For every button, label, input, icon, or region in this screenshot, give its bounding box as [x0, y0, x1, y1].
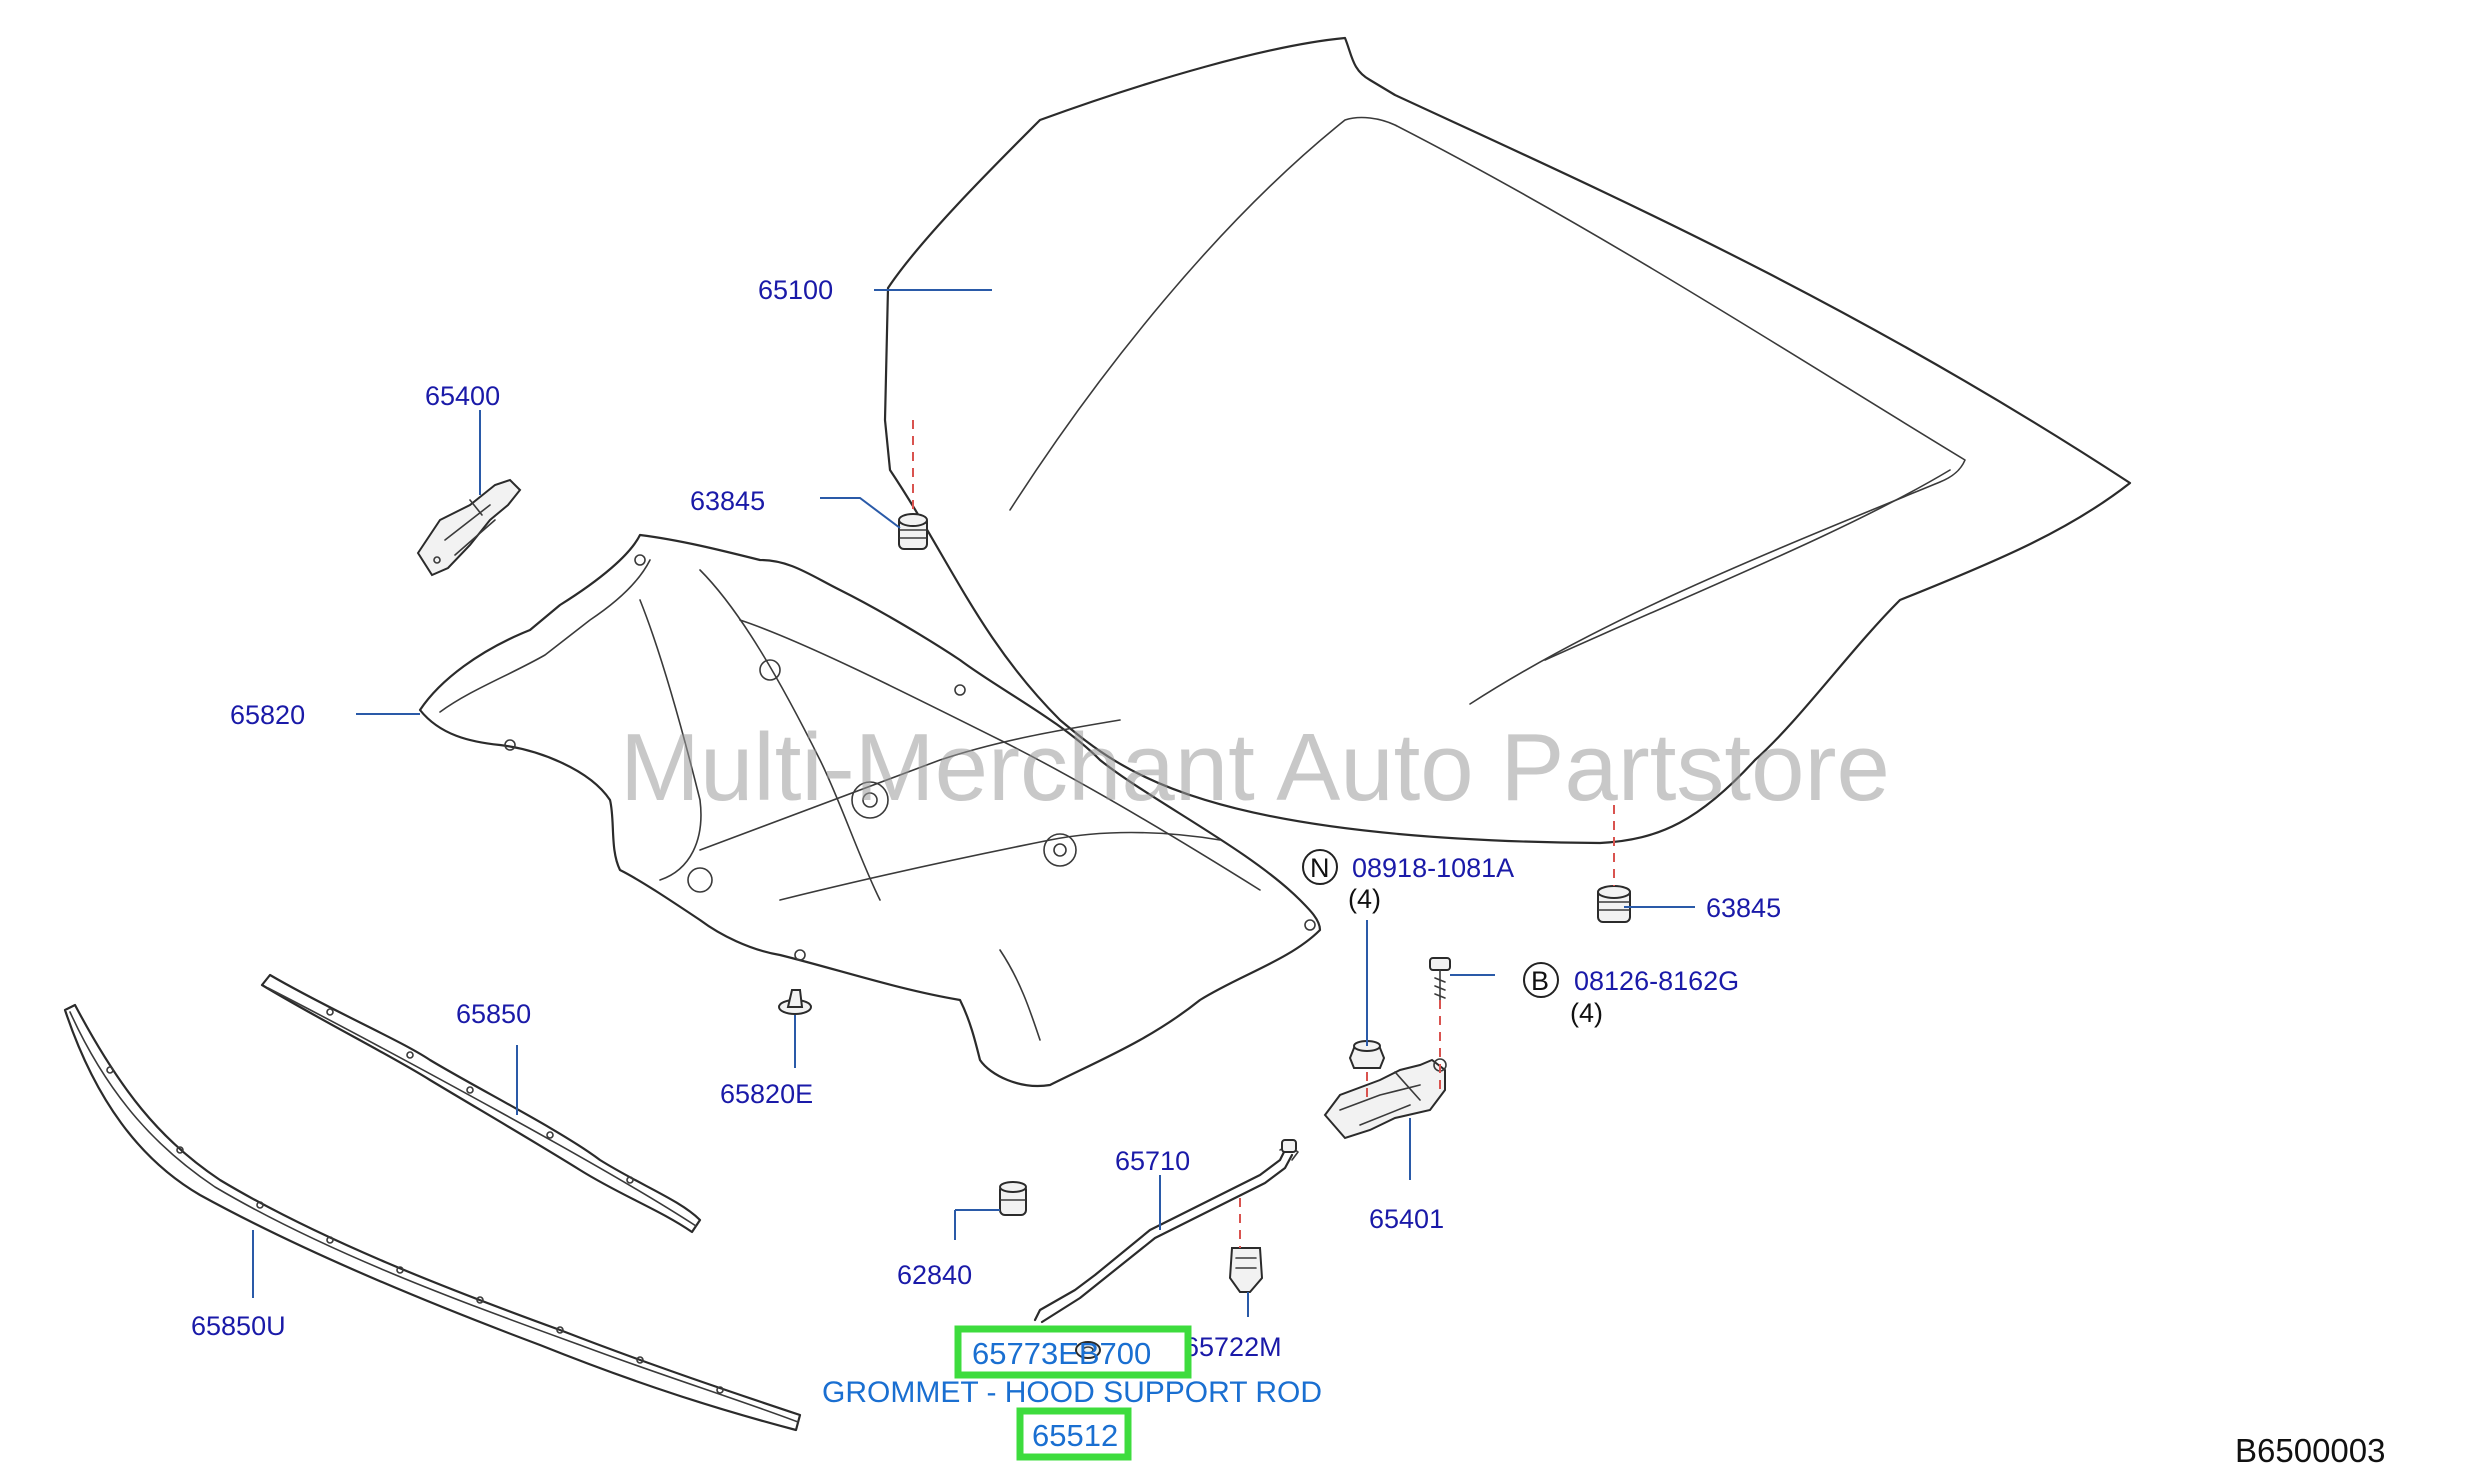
label-rod-clip[interactable]: 65722M	[1184, 1332, 1282, 1362]
grommet-highlight[interactable]: 65773EB700 GROMMET - HOOD SUPPORT ROD 65…	[822, 1325, 1322, 1461]
grommet-part-number[interactable]: 65773EB700	[972, 1336, 1151, 1371]
label-support-rod[interactable]: 65710	[1115, 1146, 1190, 1176]
bolt[interactable]	[1429, 957, 1451, 1001]
diagram-reference-code: B6500003	[2235, 1432, 2385, 1469]
label-nut-qty: (4)	[1348, 884, 1381, 914]
hood-panel[interactable]	[883, 36, 2132, 845]
label-bolt[interactable]: 08126-8162G	[1574, 966, 1739, 996]
hood-hinge-right[interactable]	[1323, 1058, 1447, 1140]
dashed-guides	[912, 420, 1615, 1248]
bolt-badge: B	[1531, 966, 1549, 996]
label-bumper-bottom[interactable]: 63845	[1706, 893, 1781, 923]
label-seal-front-lower[interactable]: 65850U	[191, 1311, 286, 1341]
label-nut[interactable]: 08918-1081A	[1352, 853, 1514, 883]
grommet-description: GROMMET - HOOD SUPPORT ROD	[822, 1376, 1322, 1409]
label-seal-front[interactable]: 65850	[456, 999, 531, 1029]
label-bolt-qty: (4)	[1570, 998, 1603, 1028]
label-hinge-right[interactable]: 65401	[1369, 1204, 1444, 1234]
grommet-part-box	[954, 1325, 1192, 1379]
label-insulator[interactable]: 65820	[230, 700, 305, 730]
label-hinge-left[interactable]: 65400	[425, 381, 500, 411]
label-hood[interactable]: 65100	[758, 275, 833, 305]
hood-support-rod[interactable]	[1033, 1139, 1299, 1324]
nut-badge: N	[1310, 853, 1330, 883]
bumper-rubber-top[interactable]	[898, 513, 928, 550]
label-insulator-clip[interactable]: 65820E	[720, 1079, 813, 1109]
grommet[interactable]	[1075, 1341, 1101, 1359]
label-rubber-stopper[interactable]: 62840	[897, 1260, 972, 1290]
part-labels: 65100 65400 63845 65820 63845 65820E 658…	[191, 275, 1781, 1362]
grommet-ref-number[interactable]: 65512	[1032, 1418, 1118, 1453]
insulator-clip[interactable]	[778, 989, 812, 1015]
rod-clip[interactable]	[1228, 1247, 1264, 1293]
nut-badge-circle	[1302, 849, 1338, 885]
hood-insulator[interactable]	[418, 533, 1322, 1088]
seal-front[interactable]	[260, 973, 702, 1234]
rubber-stopper[interactable]	[999, 1181, 1027, 1216]
hood-hinge-left[interactable]	[416, 478, 522, 577]
watermark: Multi-Merchant Auto Partstore	[620, 714, 1890, 821]
seal-front-lower[interactable]	[63, 1003, 802, 1432]
grommet-ref-box	[1016, 1407, 1132, 1461]
label-bumper-top[interactable]: 63845	[690, 486, 765, 516]
bolt-badge-circle	[1523, 962, 1559, 998]
leader-lines	[252, 289, 1695, 1317]
bumper-rubber-bottom[interactable]	[1597, 885, 1631, 923]
